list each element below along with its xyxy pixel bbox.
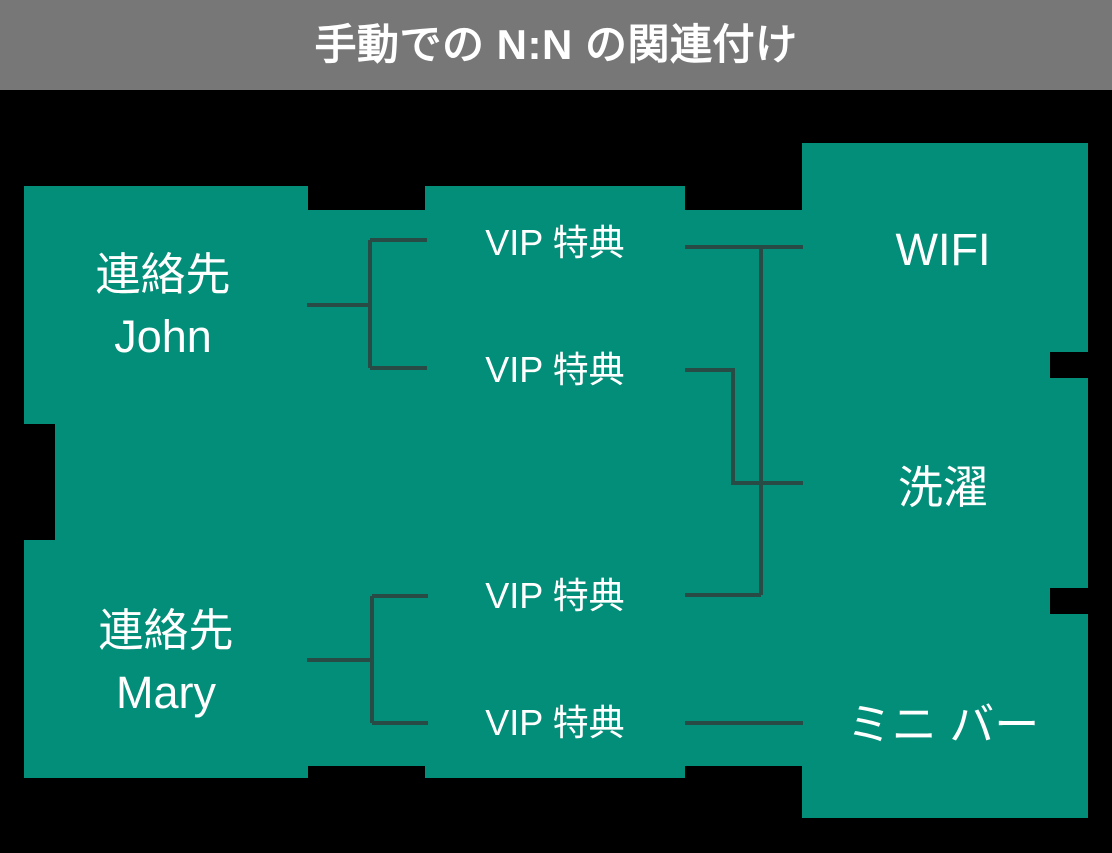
node-vip-benefit-3: VIP 特典 [485, 575, 624, 616]
top-black-above-right-gap [685, 90, 802, 210]
right-edge-notch-lower [1050, 588, 1088, 614]
connector-lines [307, 238, 803, 725]
top-notch-left [308, 186, 425, 210]
diagram-canvas: 連絡先 John 連絡先 Mary VIP 特典 VIP 特典 VIP 特典 V… [0, 90, 1112, 853]
node-contact-john-line2: John [114, 311, 212, 362]
teal-shapes [0, 90, 1112, 853]
left-edge-notch [24, 424, 55, 540]
right-edge-notch-upper [1050, 352, 1088, 378]
node-vip-benefit-4: VIP 特典 [485, 702, 624, 743]
node-contact-john-line1: 連絡先 [95, 249, 230, 300]
node-minibar: ミニ バー [847, 699, 1040, 750]
bottom-black-strip-right [0, 818, 1112, 853]
connector-john-bracket [307, 238, 427, 370]
node-contact-mary-line2: Mary [116, 667, 216, 718]
top-black-above-left [0, 90, 802, 186]
connector-mary-bracket [307, 594, 428, 725]
slide-title-bar: 手動での N:N の関連付け [0, 0, 1112, 90]
node-contact-mary-line1: 連絡先 [98, 605, 233, 656]
page-title: 手動での N:N の関連付け [314, 21, 798, 68]
connector-vip2-laundry [685, 368, 803, 485]
node-labels: 連絡先 John 連絡先 Mary VIP 特典 VIP 特典 VIP 特典 V… [95, 222, 1039, 750]
node-laundry: 洗濯 [898, 462, 988, 513]
bottom-notch-left [308, 766, 425, 778]
node-vip-benefit-2: VIP 特典 [485, 349, 624, 390]
nn-relationship-diagram: 連絡先 John 連絡先 Mary VIP 特典 VIP 特典 VIP 特典 V… [0, 90, 1112, 853]
node-wifi: WIFI [896, 224, 991, 275]
right-column-lower [802, 778, 1088, 818]
right-column-extension [802, 143, 1088, 818]
node-vip-benefit-1: VIP 特典 [485, 222, 624, 263]
